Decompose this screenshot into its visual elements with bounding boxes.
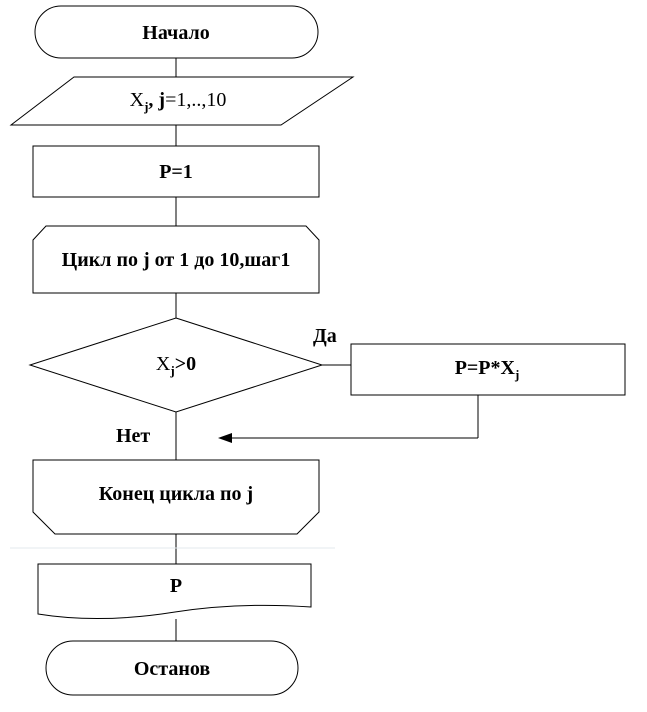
loop-end-block: Конец цикла по j <box>32 459 320 535</box>
assign-process: P=P*Xj <box>350 343 626 396</box>
init-process: P=1 <box>32 145 320 198</box>
input-block: Xj, j=1,..,10 <box>9 76 355 126</box>
assign-label: P=P*Xj <box>455 357 520 382</box>
yes-label: Да <box>313 325 337 347</box>
loop-start-block: Цикл по j от 1 до 10,шаг1 <box>32 225 320 294</box>
start-terminal: Начало <box>34 5 319 59</box>
condition-label: Xj>0 <box>156 353 196 378</box>
condition-decision: Xj>0 <box>28 317 324 413</box>
output-label: P <box>170 575 182 597</box>
start-label: Начало <box>142 22 209 44</box>
stop-label: Останов <box>134 658 211 680</box>
arrow-head <box>218 433 232 443</box>
stop-terminal: Останов <box>45 640 299 696</box>
input-label: Xj, j=1,..,10 <box>130 89 227 114</box>
output-document: P <box>37 563 312 620</box>
init-label: P=1 <box>159 161 193 183</box>
connectors <box>10 58 479 641</box>
loop-start-label: Цикл по j от 1 до 10,шаг1 <box>62 249 291 271</box>
loop-end-label: Конец цикла по j <box>99 483 253 505</box>
no-label: Нет <box>116 425 150 447</box>
